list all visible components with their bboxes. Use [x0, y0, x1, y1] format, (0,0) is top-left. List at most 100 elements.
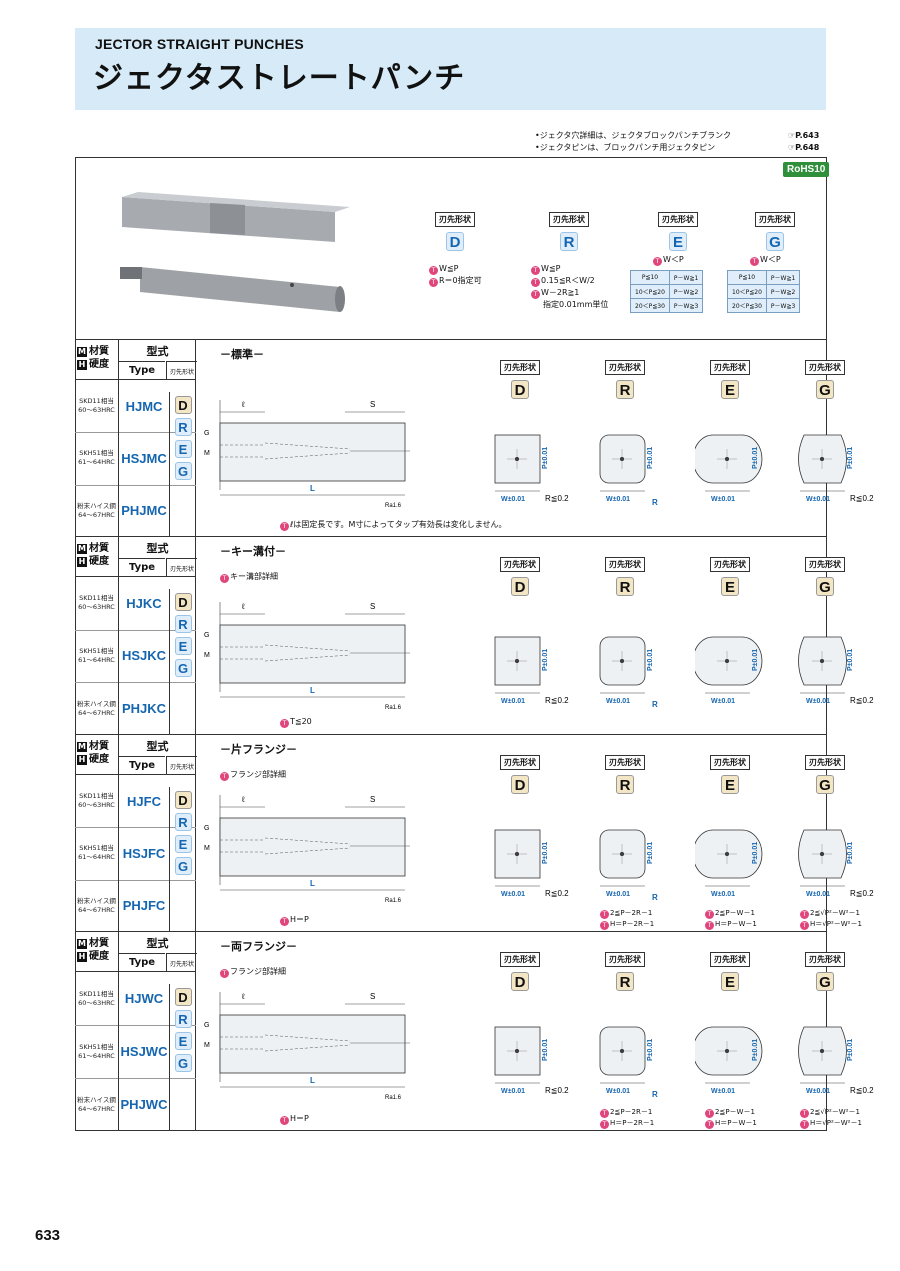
side-view-drawing: ℓ S G M L Ra1.6 — [204, 795, 410, 904]
reference-notes: •ジェクタ穴詳細は、ジェクタブロックパンチブランク •ジェクタピンは、ブロックパ… — [535, 130, 819, 154]
note-G-1: W＜P — [760, 255, 781, 264]
type-code[interactable]: HSJKC — [121, 648, 167, 664]
row-divider — [75, 629, 196, 631]
shape-label: 刃先形状 — [710, 360, 750, 375]
tip-icon: T — [280, 522, 289, 531]
type-code[interactable]: HJFC — [127, 793, 161, 809]
dim-R02: R≦0.2 — [850, 1086, 874, 1095]
dim-R02: R≦0.2 — [850, 494, 874, 503]
dim-M: M — [204, 652, 210, 659]
shape-letter-G: G — [816, 577, 834, 596]
tip-icon: T — [800, 1120, 809, 1129]
tip-icon: T — [531, 278, 540, 287]
shape-col-D: 刃先形状 D — [480, 947, 560, 991]
type-code[interactable]: HJWC — [124, 991, 164, 1006]
tip-icon: T — [600, 910, 609, 919]
dim-L: L — [310, 484, 315, 493]
front-view-R: W±0.01 P±0.01 R — [599, 636, 658, 709]
shape-label: 刃先形状 — [805, 755, 845, 770]
shape-letter-E: E — [669, 232, 687, 251]
tip-icon: T — [280, 719, 289, 728]
shape-label: 刃先形状 — [710, 557, 750, 572]
edge-tile-E: E — [174, 440, 192, 458]
type-code[interactable]: PHJFC — [122, 898, 166, 914]
page-number: 633 — [35, 1227, 61, 1244]
edge-tile-E: E — [174, 835, 192, 853]
dim-W: W±0.01 — [501, 1088, 525, 1095]
type-code[interactable]: HJKC — [126, 595, 162, 611]
ref-2[interactable]: ☞P.648 — [788, 143, 820, 152]
shape-letter-E: E — [721, 380, 739, 399]
front-view-E: W±0.01 P±0.01 — [695, 434, 763, 503]
note-R-4: 指定0.01mm単位 — [543, 300, 609, 309]
shape-label: 刃先形状 — [500, 557, 540, 572]
type-code[interactable]: HJMC — [125, 398, 163, 414]
type-code[interactable]: HSJMC — [121, 450, 167, 466]
dim-P: P±0.01 — [752, 447, 759, 469]
side-view-drawing: ℓ S G M L Ra1.6 — [204, 992, 410, 1101]
shape-col-R: 刃先形状 R — [585, 947, 665, 991]
shape-col-R: 刃先形状 R — [585, 355, 665, 399]
front-view-E: W±0.01 P±0.01 — [695, 1026, 763, 1095]
dim-W: W±0.01 — [711, 891, 735, 898]
type-code[interactable]: PHJWC — [120, 1097, 168, 1112]
dim-S: S — [370, 602, 375, 611]
shape-label: 刃先形状 — [658, 212, 698, 227]
front-view-E: W±0.01 P±0.01 — [695, 829, 763, 898]
dim-P: P±0.01 — [847, 447, 854, 469]
shape-label: 刃先形状 — [710, 952, 750, 967]
type-code[interactable]: PHJMC — [121, 503, 167, 519]
shape-col-G: 刃先形状 G — [785, 750, 865, 794]
dim-R: R — [652, 1090, 658, 1099]
tip-icon: T — [429, 266, 438, 275]
row-divider — [75, 682, 196, 684]
note-R-3: W－2R≧1 — [541, 288, 580, 297]
shape-label: 刃先形状 — [605, 755, 645, 770]
edge-tile-D: D — [174, 791, 192, 809]
edge-tile-G: G — [174, 1054, 192, 1072]
type-code[interactable]: PHJKC — [121, 701, 167, 717]
front-view-G: W±0.01 P±0.01 R≦0.2 — [798, 636, 874, 705]
note-D-1: W≦P — [439, 264, 459, 273]
tip-icon: T — [600, 921, 609, 930]
front-view-D: W±0.01 P±0.01 R≦0.2 — [494, 636, 569, 705]
dim-P: P±0.01 — [647, 1039, 654, 1061]
shape-letter-G: G — [816, 775, 834, 794]
shape-col-D: 刃先形状 D — [480, 750, 560, 794]
tip-icon: T — [600, 1120, 609, 1129]
type-code[interactable]: HSJWC — [120, 1044, 168, 1059]
dim-W: W±0.01 — [606, 1088, 630, 1095]
tip-icon: T — [705, 910, 714, 919]
dim-Ra: Ra1.6 — [385, 503, 402, 509]
dim-S: S — [370, 992, 375, 1001]
dim-P: P±0.01 — [542, 649, 549, 671]
front-view-G: W±0.01 P±0.01 R≦0.2 — [798, 434, 874, 503]
ref-1[interactable]: ☞P.643 — [788, 131, 820, 140]
edge-tile-D: D — [174, 396, 192, 414]
tip-icon: T — [800, 921, 809, 930]
dim-R: R — [652, 700, 658, 709]
type-code[interactable]: HSJFC — [122, 845, 166, 861]
dim-W: W±0.01 — [501, 891, 525, 898]
shape-col-E: 刃先形状 E — [690, 355, 770, 399]
shape-letter-G: G — [766, 232, 784, 251]
